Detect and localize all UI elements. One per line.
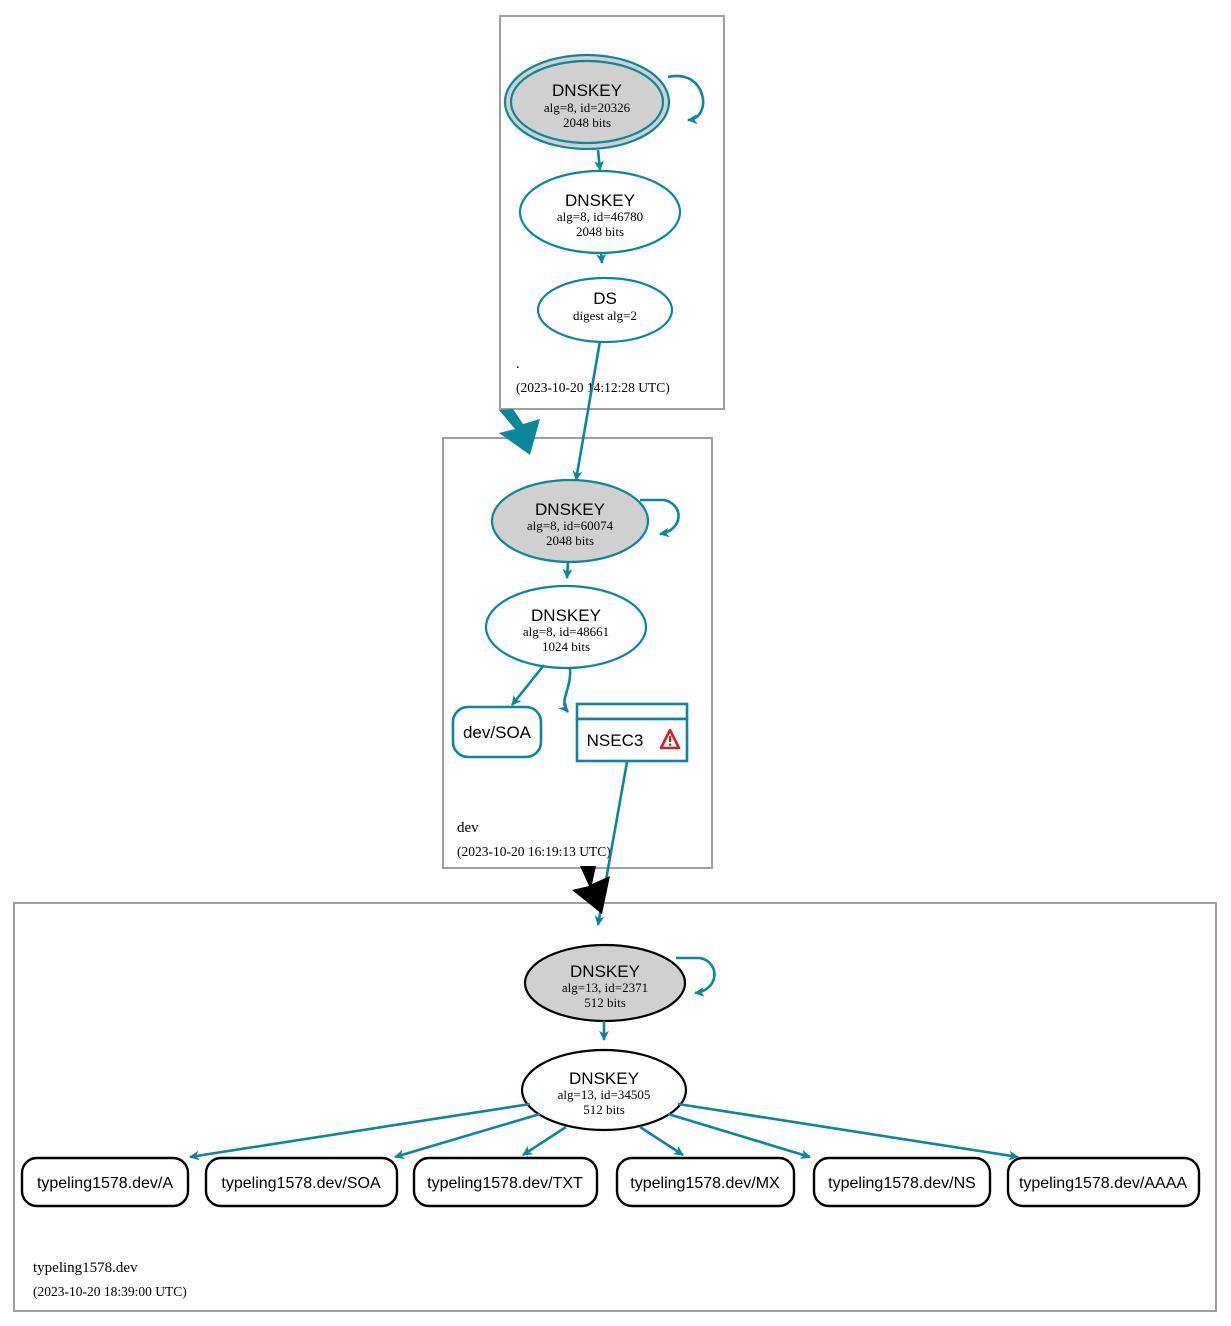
edge-zsk-to-rr-txt bbox=[522, 1125, 567, 1157]
edge-root-ksk-to-zsk bbox=[594, 149, 604, 171]
delegation-arrow-root-to-dev bbox=[499, 409, 540, 455]
edge-zsk-to-rr-ns bbox=[667, 1112, 811, 1160]
edge-dev-zsk-to-nsec3 bbox=[558, 667, 572, 713]
node-root-zsk[interactable] bbox=[518, 169, 682, 255]
zone-box-root bbox=[499, 15, 725, 410]
node-leaf-zsk-line2: alg=13, id=34505 bbox=[558, 1087, 651, 1102]
edge-dev-ksk-to-zsk bbox=[562, 561, 573, 579]
node-root-ds-line2: digest alg=2 bbox=[573, 308, 637, 323]
zone-label-typeling-time: (2023-10-20 18:39:00 UTC) bbox=[33, 1284, 187, 1299]
node-dev-soa[interactable] bbox=[451, 705, 543, 759]
node-leaf-zsk-title: DNSKEY bbox=[569, 1069, 639, 1088]
node-rr-ns[interactable] bbox=[812, 1156, 992, 1208]
node-nsec3-label: NSEC3 bbox=[587, 731, 644, 750]
node-root-ksk-inner bbox=[509, 59, 665, 145]
zone-label-dev-name: dev bbox=[457, 820, 479, 836]
warning-triangle-icon bbox=[659, 728, 681, 750]
node-root-ds-title: DS bbox=[593, 289, 617, 308]
edge-self-sign-root-ksk bbox=[667, 74, 705, 125]
node-root-zsk-line3: 2048 bits bbox=[576, 224, 624, 239]
node-leaf-zsk-line3: 512 bits bbox=[583, 1102, 625, 1117]
node-root-ksk-outer[interactable] bbox=[503, 53, 671, 151]
node-rr-txt[interactable] bbox=[412, 1156, 599, 1208]
node-rr-a[interactable] bbox=[20, 1156, 190, 1208]
node-leaf-ksk-line3: 512 bits bbox=[584, 995, 626, 1010]
zone-label-typeling-name: typeling1578.dev bbox=[33, 1260, 138, 1276]
node-nsec3-header bbox=[575, 702, 689, 721]
node-root-zsk-title: DNSKEY bbox=[565, 191, 635, 210]
node-root-zsk-line2: alg=8, id=46780 bbox=[557, 209, 643, 224]
edge-root-zsk-to-ds bbox=[596, 252, 606, 264]
zone-label-root-name: . bbox=[516, 356, 520, 372]
node-rr-a-label: typeling1578.dev/A bbox=[37, 1175, 173, 1192]
edge-zsk-to-rr-a bbox=[189, 1102, 531, 1161]
node-dev-zsk-line3: 1024 bits bbox=[542, 639, 590, 654]
node-root-ksk-title: DNSKEY bbox=[552, 81, 622, 100]
edge-self-sign-dev-ksk bbox=[640, 498, 680, 538]
edge-root-ds-to-dev-ksk bbox=[572, 340, 602, 481]
node-root-ds[interactable] bbox=[536, 276, 674, 344]
node-rr-ns-label: typeling1578.dev/NS bbox=[828, 1175, 976, 1192]
node-dev-ksk-line3: 2048 bits bbox=[546, 533, 594, 548]
node-rr-mx-label: typeling1578.dev/MX bbox=[630, 1175, 780, 1192]
edge-zsk-to-rr-aaaa bbox=[677, 1102, 1019, 1161]
node-leaf-ksk-title: DNSKEY bbox=[570, 962, 640, 981]
node-rr-txt-label: typeling1578.dev/TXT bbox=[427, 1175, 583, 1192]
node-rr-soa-label: typeling1578.dev/SOA bbox=[221, 1175, 381, 1192]
node-dev-zsk[interactable] bbox=[484, 584, 648, 670]
node-root-ksk-line3: 2048 bits bbox=[563, 115, 611, 130]
node-rr-soa[interactable] bbox=[204, 1156, 399, 1208]
node-dev-ksk[interactable] bbox=[490, 478, 650, 564]
zone-box-typeling bbox=[13, 902, 1217, 1312]
node-rr-mx[interactable] bbox=[615, 1156, 796, 1208]
node-leaf-ksk-line2: alg=13, id=2371 bbox=[562, 980, 648, 995]
node-rr-aaaa[interactable] bbox=[1006, 1156, 1201, 1208]
delegation-arrow-dev-to-typeling bbox=[572, 866, 610, 914]
edge-zsk-to-rr-soa bbox=[394, 1112, 541, 1160]
node-dev-zsk-line2: alg=8, id=48661 bbox=[523, 624, 609, 639]
node-leaf-zsk[interactable] bbox=[520, 1048, 688, 1132]
node-dev-ksk-line2: alg=8, id=60074 bbox=[527, 518, 614, 533]
zone-label-dev-time: (2023-10-20 16:19:13 UTC) bbox=[457, 844, 611, 859]
edge-self-sign-leaf-ksk bbox=[676, 956, 716, 997]
zone-box-dev bbox=[442, 437, 713, 869]
edge-dev-zsk-to-soa bbox=[510, 664, 546, 706]
node-root-ksk-line2: alg=8, id=20326 bbox=[544, 100, 631, 115]
node-dev-ksk-title: DNSKEY bbox=[535, 500, 605, 519]
node-dev-zsk-title: DNSKEY bbox=[531, 606, 601, 625]
node-rr-aaaa-label: typeling1578.dev/AAAA bbox=[1019, 1175, 1187, 1192]
edge-zsk-to-rr-mx bbox=[639, 1125, 684, 1157]
node-dev-soa-label: dev/SOA bbox=[463, 723, 532, 742]
